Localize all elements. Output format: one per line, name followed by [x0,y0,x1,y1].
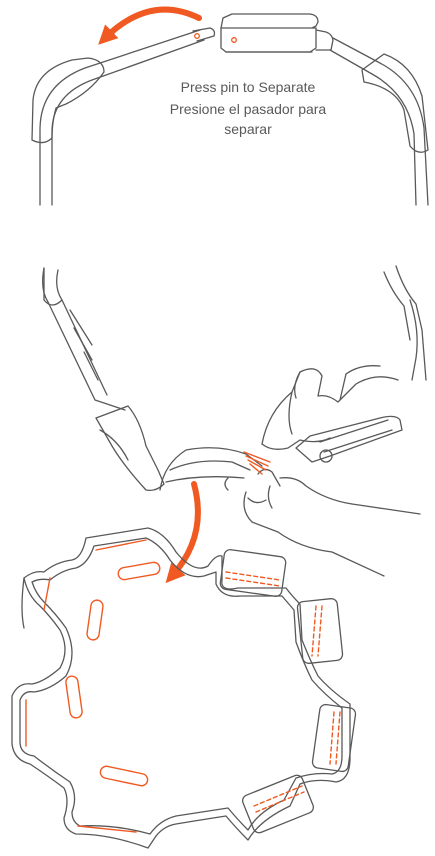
unfolded-cap-illustration [12,528,356,848]
hand-pressing-pin-illustration [43,266,426,576]
pin-dot-left [195,34,200,39]
instruction-text-english: Press pin to Separate [150,77,346,97]
pin-dot-right [232,38,237,43]
instruction-text-spanish: Presione el pasador para separar [150,99,346,139]
separate-arrow-icon [105,10,199,38]
right-connector-block [221,14,333,52]
unfold-arrow-icon [172,484,198,576]
left-earpad-cap [32,58,104,143]
